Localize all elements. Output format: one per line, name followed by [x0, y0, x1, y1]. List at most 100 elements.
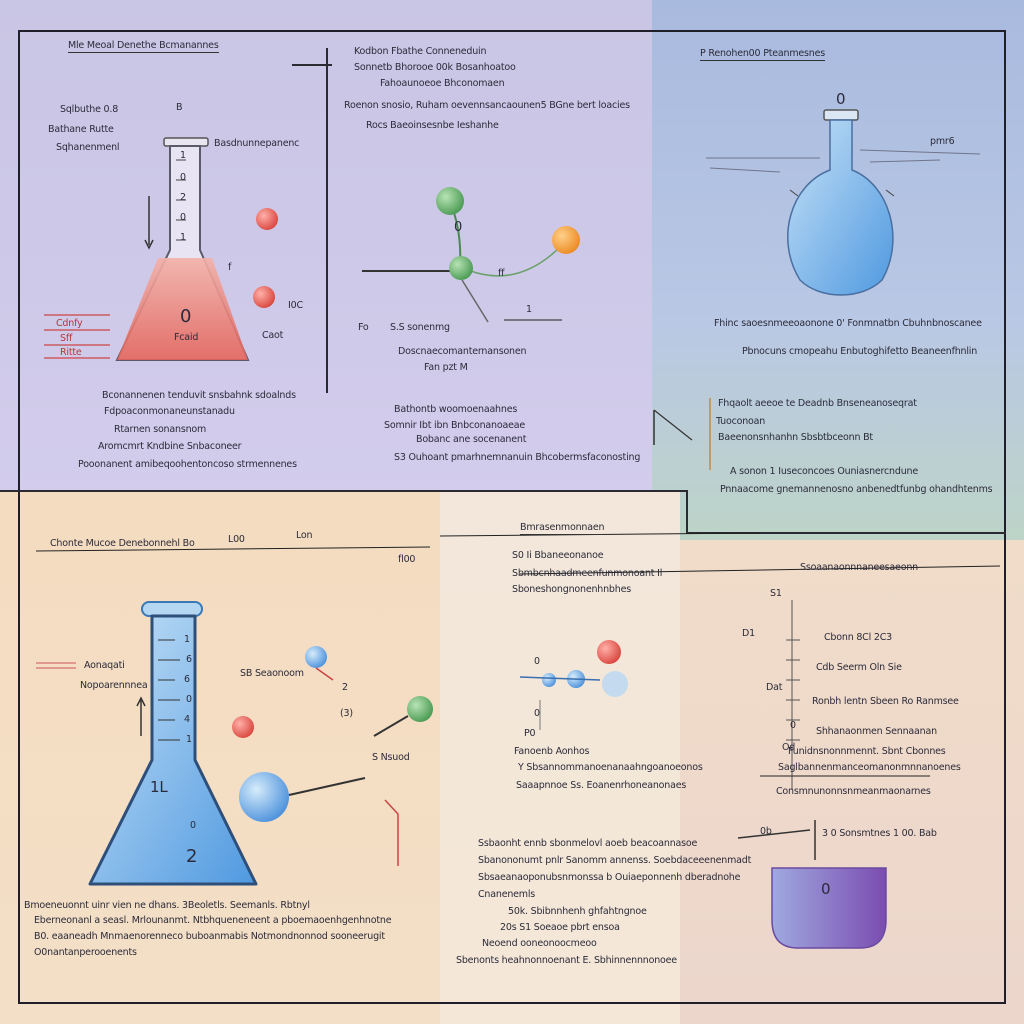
bottom-middle-note-3: Sbsaeanaoponubsnmonssa b Ouiaeponnenh db…: [478, 872, 741, 883]
top-middle-header-3: Fahoaunoeoe Bhconomaen: [380, 78, 505, 89]
divider-horizontal-right: [686, 532, 1006, 534]
bottom-right-header-tag: Ssoaanaonnnaneesaeonn: [800, 562, 918, 573]
scale-label-2: D1: [742, 628, 755, 639]
bottom-flask-mark-2: 6: [186, 654, 192, 665]
top-right-caption-1: Fhinc saoesnmeeoaonone 0' Fonmnatbn Cbuh…: [714, 318, 982, 329]
round-flask-top-label: 0: [836, 90, 846, 108]
top-right-caption-2: Pbnocuns cmopeahu Enbutoghifetto Beaneen…: [742, 346, 978, 357]
bottom-middle-header-3: Sboneshongnonenhnbhes: [512, 584, 631, 595]
bottom-right-line-2: Cdb Seerm Oln Sie: [816, 662, 902, 673]
divider-step: [686, 490, 688, 534]
bottom-left-note-1: Bmoeneuonnt uinr vien ne dhans. 3Beoletl…: [24, 900, 310, 911]
bottom-middle-note-8: Sbenonts heahnonnoenant E. Sbhinnennnono…: [456, 955, 677, 966]
panel-top-right-header: P Renohen00 Pteanmesnes: [700, 48, 825, 61]
left-red-label-3: Ritte: [60, 347, 82, 358]
top-middle-note-4: S3 Ouhoant pmarhnemnanuin Bhcobermsfacon…: [394, 452, 641, 463]
flask-caption: Basdnunnepanenc: [214, 138, 300, 149]
top-right-box-line-1: Fhqaolt aeeoe te Deadnb Bnseneanoseqrat: [718, 398, 917, 409]
scale-label-1: S1: [770, 588, 782, 599]
flask-liquid-label: 0: [180, 306, 192, 327]
side-label-4: Sqhanenmenl: [56, 142, 120, 153]
bond-line-2: [315, 667, 334, 681]
top-right-side-label: pmr6: [930, 136, 955, 147]
bottom-left-side-label-1: Aonaqati: [84, 660, 125, 671]
bottom-molecule-label-1: 0: [534, 656, 540, 667]
left-red-label-2: Sff: [60, 333, 73, 344]
bottom-flask-mark-5: 4: [184, 714, 190, 725]
outer-frame: [18, 30, 1006, 1004]
scale-label-5: Od: [782, 742, 796, 753]
flask-round-top-right: [787, 109, 895, 296]
sphere-red-3: [232, 716, 254, 738]
bottom-sphere-label-2: 2: [342, 682, 348, 693]
top-left-note-3: Rtarnen sonansnom: [114, 424, 207, 435]
panel-bottom-middle-bg: [440, 492, 680, 1024]
bottom-middle-caption-1: Fanoenb Aonhos: [514, 746, 590, 757]
molecule-bottom: [519, 640, 628, 730]
bottom-left-note-2: Eberneonanl a seasl. Mrlounanmt. Ntbhque…: [34, 915, 392, 926]
bottom-middle-note-7: Neoend ooneonoocmeoo: [482, 938, 597, 949]
bond-line-1: [288, 777, 366, 796]
top-middle-note-3: Bobanc ane socenanent: [416, 434, 527, 445]
bottom-right-line-8: 3 0 Sonsmtnes 1 00. Bab: [822, 828, 937, 839]
flask-mark-3: 2: [180, 192, 186, 203]
molecule-label-2: ff: [498, 268, 505, 279]
scribble-lines-top-right: [706, 149, 981, 173]
top-middle-header-2: Sonnetb Bhorooe 00k Bosanhoatoo: [354, 62, 516, 73]
bottom-flask-mark-4: 0: [186, 694, 192, 705]
red-bracket: [384, 799, 399, 866]
bottom-middle-note-5: 50k. Sbibnnhenh ghfahtngnoe: [508, 906, 647, 917]
left-red-label-1: Cdnfy: [56, 318, 83, 329]
beaker-label: 0: [821, 880, 831, 898]
molecule-label-1: 0: [454, 220, 463, 235]
sphere-green-2: [407, 696, 433, 722]
flask-top-left: [115, 137, 250, 361]
bottom-right-line-5: Funidnsnonnmennt. Sbnt Cbonnes: [788, 746, 946, 757]
molecule-label-4: Fo: [358, 322, 369, 333]
flask-mark-4: 0: [180, 212, 186, 223]
bottom-left-note-4: O0nantanperooenents: [34, 947, 137, 958]
bottom-sphere-label-1: SB Seaonoom: [240, 668, 304, 679]
bottom-right-line-6: Saglbannenmanceomanonmnnanoenes: [778, 762, 961, 773]
top-middle-header-5: Rocs Baeoinsesnbe Ieshanhe: [366, 120, 499, 131]
top-middle-header-4: Roenon snosio, Ruham oevennsancaounen5 B…: [344, 100, 630, 111]
bottom-right-line-3: Ronbh lentn Sbeen Ro Ranmsee: [812, 696, 959, 707]
flask-mark-2: 0: [180, 172, 186, 183]
bottom-middle-header-1: S0 Ii Bbaneeonanoe: [512, 550, 604, 561]
bottom-middle-note-4: Cnanenemls: [478, 889, 536, 900]
bottom-flask-mid-label: 0: [190, 820, 196, 831]
bottom-sphere-label-4: S Nsuod: [372, 752, 410, 763]
bottom-middle-note-2: Sbanononumt pnlr Sanomm annenss. Soebdac…: [478, 855, 752, 866]
scale-label-3: Dat: [766, 682, 783, 693]
sphere-label-2: I0C: [288, 300, 303, 311]
panel-top-left-header: Mle Meoal Denethe Bcmanannes: [68, 40, 219, 53]
red-label-lines-bottom: [36, 662, 76, 669]
bottom-left-tag-2: Lon: [296, 530, 313, 541]
bottom-flask-mark-3: 6: [184, 674, 190, 685]
bottom-left-tag-3: fl00: [398, 554, 416, 565]
divider-horizontal-left: [0, 490, 686, 492]
scale-bottom-right: [737, 600, 816, 860]
panel-bottom-middle-header: Bmrasenmonnaen: [520, 522, 605, 535]
beaker-purple: [771, 867, 887, 949]
sphere-red-2: [253, 286, 275, 308]
bottom-middle-caption-3: Saaapnnoe Ss. Eoanenrhoneanonaes: [516, 780, 687, 791]
bottom-flask-bottom-label: 2: [186, 846, 198, 867]
top-right-box-line-3: Baeenonsnhanhn Sbsbtbceonn Bt: [718, 432, 873, 443]
molecule-label-3: 1: [526, 304, 532, 315]
divider-tick: [292, 64, 332, 66]
scale-label-6: 0b: [760, 826, 772, 837]
bottom-molecule-label-2: 0: [534, 708, 540, 719]
sphere-blue-large: [239, 772, 289, 822]
flask-mark-5: 1: [180, 232, 186, 243]
bottom-left-tag-1: L00: [228, 534, 245, 545]
top-right-box-line-4: A sonon 1 Iuseconcoes Ouniasnercndune: [730, 466, 918, 477]
scale-label-4: 0: [790, 720, 796, 731]
sphere-label-3: Caot: [262, 330, 284, 341]
panel-bottom-left-header: Chonte Mucoe Denebonnehl Bo: [50, 538, 195, 549]
sphere-label-1: f: [228, 262, 232, 273]
top-right-box-line-2: Tuoconoan: [716, 416, 766, 427]
bottom-right-line-4: Shhanaonmen Sennaanan: [816, 726, 937, 737]
top-left-note-4: Aromcmrt Kndbine Snbaconeer: [98, 441, 242, 452]
